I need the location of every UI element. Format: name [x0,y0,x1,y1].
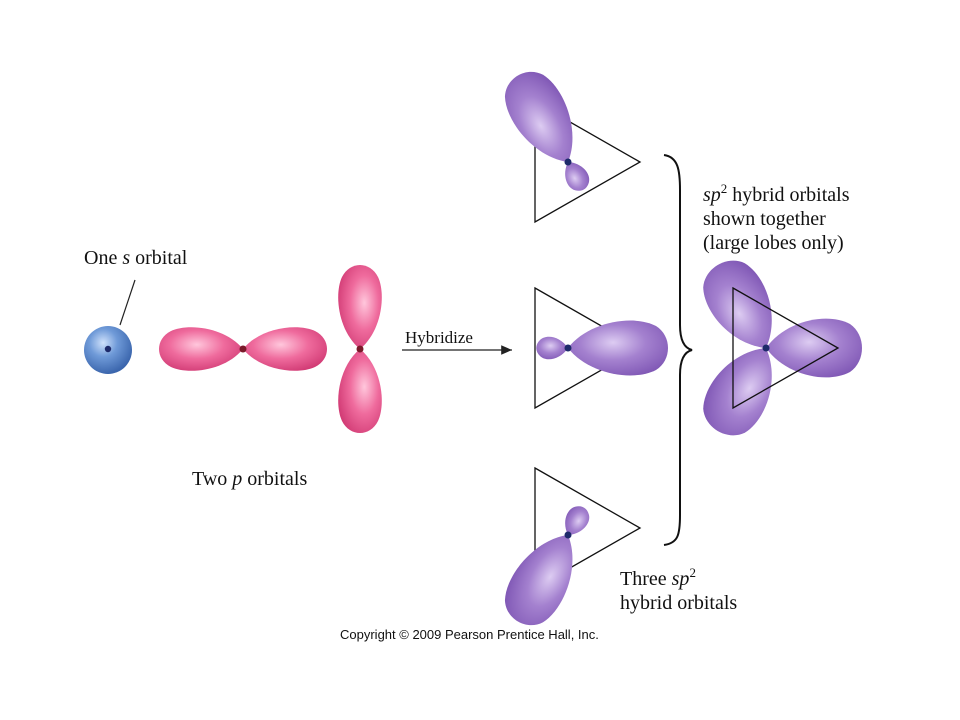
p-lobe-top [338,265,382,349]
p-lobe-right [243,327,327,371]
three-prefix: Three [620,568,672,590]
together-label-line2: shown together [703,208,826,230]
s-label-italic: s [122,247,131,269]
grouping-brace [663,154,693,546]
sp2-small-lobe [536,336,568,360]
p-orbitals-label: Two p orbitals [192,468,307,490]
p-nucleus [356,345,364,353]
p-nucleus [239,345,247,353]
hybridize-label: Hybridize [405,328,473,347]
combined-lobe-right [766,318,862,378]
triangle-outline [534,100,642,224]
together-sp-italic: sp [703,184,721,206]
sp2-large-lobe [568,320,668,376]
sp2-large-lobe [504,535,573,626]
sp2-small-lobe [565,506,590,535]
p-label-italic: p [232,468,243,490]
together-label-line1: sp2 hybrid orbitals [703,181,850,206]
combined-lobe-bottom [703,348,772,436]
three-sp-italic: sp [671,568,690,590]
p-label-prefix: Two [192,468,233,490]
sp2-orbital-middle [534,286,668,410]
s-orbital-nucleus [104,345,112,353]
s-label-prefix: One [84,247,123,269]
s-orbital-label: One s orbital [84,247,187,269]
sp2-small-lobe [565,162,590,191]
p-label-suffix: orbitals [242,468,308,490]
s-orbital [84,279,136,374]
sp2-orbitals-combined [703,260,862,436]
p-lobe-bottom [338,349,382,433]
p-orbital-vertical [338,265,382,433]
sp2-nucleus [564,531,572,539]
sp2-large-lobe [504,71,573,162]
sp2-nucleus [564,344,572,352]
three-sp2-label-line1: Three sp2 [620,565,696,590]
sp2-orbital-bottom [504,466,642,626]
s-label-suffix: orbital [130,247,188,269]
together-superscript: 2 [720,181,728,196]
three-sp2-label-line2: hybrid orbitals [620,592,738,614]
triangle-outline [534,286,642,410]
sp2-nucleus [564,158,572,166]
combined-triangle-outline [732,286,840,410]
together-label-line3: (large lobes only) [703,232,844,254]
copyright-notice: Copyright © 2009 Pearson Prentice Hall, … [340,627,599,642]
p-orbital-horizontal [159,327,327,371]
sp2-orbital-top [504,71,642,224]
combined-lobe-top [703,260,772,348]
together-line1-rest: hybrid orbitals [727,184,850,206]
combined-nucleus [762,344,770,352]
three-superscript: 2 [689,565,696,580]
s-orbital-leader-line [119,279,136,326]
triangle-outline [534,466,642,590]
p-lobe-left [159,327,243,371]
